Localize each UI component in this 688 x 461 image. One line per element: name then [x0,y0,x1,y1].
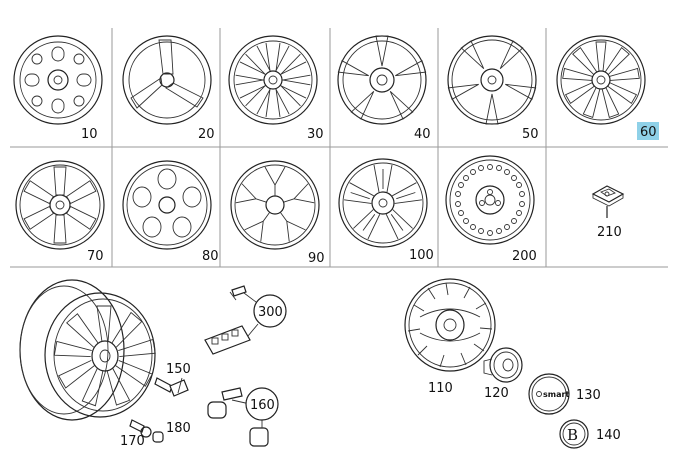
split-spoke-wheel-icon [338,158,428,248]
wheel-100[interactable]: 100 [338,158,434,263]
three-spoke-wheel-icon [122,35,212,125]
five-spoke-wheel-icon [337,35,427,125]
round-window-wheel-icon [122,160,212,250]
part-label: 210 [597,225,622,240]
wheel-50[interactable]: 50 [434,19,554,142]
five-spoke-wheel-icon [447,35,537,125]
valve-stem-icon [129,419,152,438]
valve-cap-icon [152,431,164,443]
part-150[interactable]: 150 [154,362,191,397]
wheel-label: 80 [202,249,219,264]
brabus-badge-icon: B [559,419,589,449]
wheel-70[interactable]: 70 [15,160,105,264]
highlight-box [637,122,659,140]
part-label: 150 [166,362,191,377]
wheel-label: 60 [640,125,657,140]
part-300[interactable]: 300 [204,285,287,355]
part-120[interactable]: 120 [483,347,523,401]
smart-badge-text: smart [543,390,569,399]
callout-circle [245,387,279,421]
lock-bolt-icon [207,387,269,447]
wheel-cover-icon [404,278,496,372]
part-label: 110 [428,381,453,396]
wheel-label: 10 [81,127,98,142]
part-label: 120 [484,386,509,401]
wheel-label: 200 [512,249,537,264]
y-spoke-wheel-icon [230,160,320,250]
six-spoke-wheel-icon [15,160,105,250]
wheel-10[interactable]: 10 [13,35,103,142]
part-label: 180 [166,421,191,436]
smart-badge-icon: smart [528,373,570,415]
perforated-steel-wheel-icon [445,155,535,245]
wheel-label: 100 [409,248,434,263]
part-label: 140 [596,428,621,443]
wheel-200[interactable]: 200 [445,155,537,264]
wheel-80[interactable]: 80 [122,160,219,264]
steel-wheel-icon [13,35,103,125]
part-label: 160 [250,398,275,413]
wheel-label: 20 [198,127,215,142]
wheel-label: 70 [87,249,104,264]
part-170[interactable]: 170 [120,419,152,449]
clip-bracket-icon [591,185,625,218]
tpms-sensor-icon [204,285,259,355]
part-label: 170 [120,434,145,449]
wheel-60[interactable]: 60 [556,35,659,140]
part-140[interactable]: B 140 [559,419,621,449]
wheel-grid [10,28,668,268]
part-130[interactable]: smart 130 [528,373,601,415]
part-110[interactable]: 110 [404,278,496,396]
ten-spoke-wheel-icon [228,35,318,125]
brabus-badge-letter: B [567,426,578,444]
wheel-40[interactable]: 40 [337,35,431,142]
wheel-label: 30 [307,127,324,142]
wheel-30[interactable]: 30 [228,35,324,142]
part-210[interactable]: 210 [591,185,625,240]
assembly-wheel [19,279,156,421]
callout-circle [253,294,287,328]
part-label: 300 [258,305,283,320]
wheel-90[interactable]: 90 [230,160,325,266]
hub-cap-icon [483,347,523,383]
wheel-20[interactable]: 20 [122,35,215,142]
lug-bolt-icon [154,377,189,397]
part-label: 130 [576,388,601,403]
wheel-label: 40 [414,127,431,142]
wheel-label: 90 [308,251,325,266]
part-180[interactable]: 180 [152,421,191,443]
part-160[interactable]: 160 [207,387,279,447]
wheel-label: 50 [522,127,539,142]
multi-spoke-wheel-icon [556,35,646,125]
